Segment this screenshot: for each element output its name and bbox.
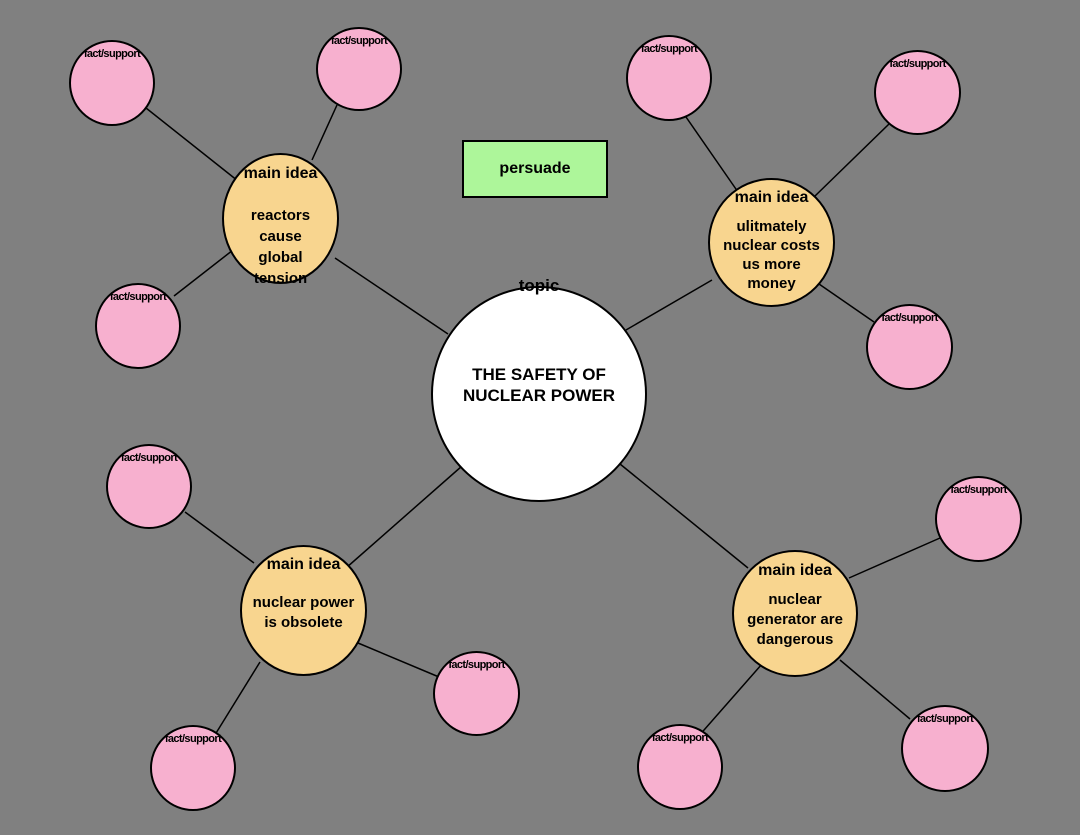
fact-label: fact/support — [889, 58, 946, 70]
topic-line: THE SAFETY OF — [472, 365, 606, 384]
topic-title: topic — [518, 276, 560, 295]
link-main-4-fact-2 — [696, 663, 763, 739]
link-main-1-fact-3 — [173, 249, 234, 297]
fact-label: fact/support — [164, 733, 222, 745]
fact-label: fact/support — [881, 312, 938, 324]
link-topic-main-3 — [345, 465, 463, 569]
fact-circle: fact/support — [935, 476, 1022, 562]
fact-circle: fact/support — [95, 283, 181, 369]
main-idea-text: reactors cause global tension — [230, 205, 331, 289]
main-idea-text: nuclear power is obsolete — [248, 593, 359, 633]
fact-label: fact/support — [916, 713, 974, 725]
link-main-4-fact-3 — [839, 659, 911, 720]
fact-circle: fact/support — [69, 40, 155, 126]
topic-circle: topic THE SAFETY OF NUCLEAR POWER — [431, 276, 647, 502]
link-topic-main-2 — [625, 279, 713, 331]
link-main-4-fact-1 — [848, 537, 941, 579]
fact-label: fact/support — [120, 452, 178, 464]
main-idea-line: nuclear — [768, 591, 822, 608]
topic-line: NUCLEAR POWER — [462, 386, 616, 405]
main-idea-line: nuclear power — [252, 594, 355, 611]
fact-circle: fact/support — [901, 705, 989, 792]
fact-circle: fact/support — [874, 50, 961, 135]
link-topic-main-4 — [619, 463, 749, 569]
main-idea-circle-1: main idea reactors cause global tension — [222, 153, 339, 287]
link-main-3-fact-1 — [184, 511, 255, 564]
fact-circle: fact/support — [316, 27, 402, 111]
fact-circle: fact/support — [637, 724, 723, 810]
main-idea-line: us more — [742, 256, 801, 273]
fact-label: fact/support — [109, 291, 167, 303]
main-idea-heading: main idea — [266, 556, 341, 573]
main-idea-line: nuclear costs — [723, 237, 820, 254]
fact-label: fact/support — [651, 732, 709, 744]
fact-circle: fact/support — [626, 35, 712, 121]
purpose-box: persuade — [462, 140, 608, 198]
main-idea-circle-4: main idea nuclear generator are dangerou… — [732, 550, 858, 677]
main-idea-circle-2: main idea ulitmately nuclear costs us mo… — [708, 178, 835, 307]
main-idea-text: ulitmately nuclear costs us more money — [716, 217, 827, 293]
main-idea-line: is obsolete — [264, 614, 343, 631]
link-main-1-fact-1 — [145, 107, 239, 182]
fact-label: fact/support — [83, 48, 141, 60]
link-topic-main-1 — [334, 257, 449, 335]
main-idea-heading: main idea — [734, 189, 809, 206]
main-idea-circle-3: main idea nuclear power is obsolete — [240, 545, 367, 676]
fact-label: fact/support — [640, 43, 698, 55]
main-idea-line: dangerous — [756, 631, 834, 648]
fact-circle: fact/support — [866, 304, 953, 390]
fact-label: fact/support — [950, 484, 1007, 496]
main-idea-line: ulitmately — [736, 218, 807, 235]
link-main-2-fact-3 — [818, 283, 875, 323]
link-main-2-fact-1 — [685, 116, 739, 193]
main-idea-line: global tension — [253, 249, 308, 287]
fact-circle: fact/support — [106, 444, 192, 529]
main-idea-heading: main idea — [243, 165, 318, 182]
main-idea-line: generator are — [747, 611, 843, 628]
link-main-1-fact-2 — [311, 104, 338, 161]
topic-text: THE SAFETY OF NUCLEAR POWER — [433, 364, 645, 406]
purpose-label: persuade — [499, 160, 571, 177]
main-idea-heading: main idea — [758, 562, 832, 579]
main-idea-line: money — [747, 275, 796, 292]
main-idea-line: reactors cause — [250, 207, 311, 245]
fact-label: fact/support — [330, 35, 388, 47]
fact-label: fact/support — [448, 659, 505, 671]
link-main-3-fact-3 — [212, 661, 261, 739]
fact-circle: fact/support — [433, 651, 520, 736]
main-idea-text: nuclear generator are dangerous — [740, 590, 850, 650]
fact-circle: fact/support — [150, 725, 236, 811]
link-main-2-fact-2 — [814, 123, 890, 197]
link-main-3-fact-2 — [357, 642, 440, 678]
